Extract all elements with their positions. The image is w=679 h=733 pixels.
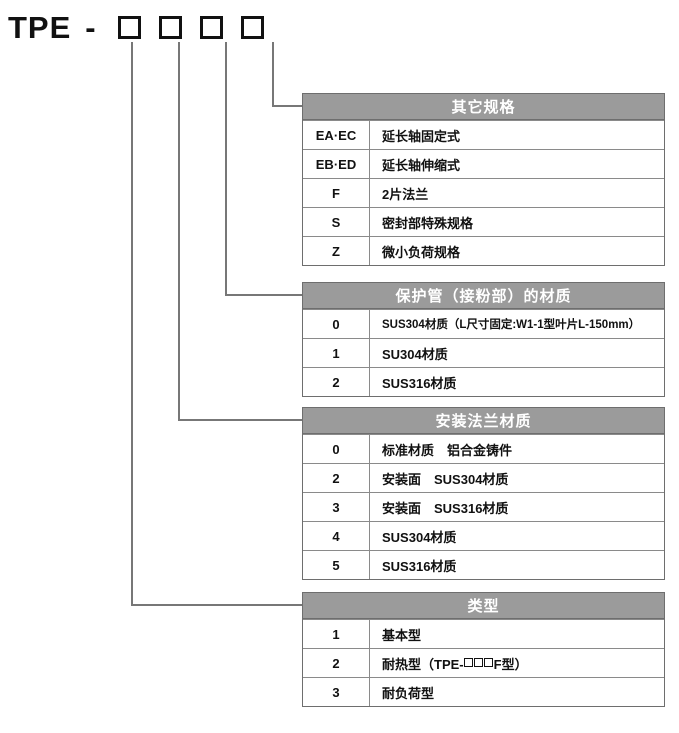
- row-description: 延长轴固定式: [382, 128, 461, 144]
- connector-slot3-to-protection-tube: [225, 42, 302, 296]
- table-row: 5 SUS316材质: [303, 550, 664, 579]
- row-description-with-boxes: 耐热型（TPE- F型）: [370, 649, 664, 677]
- table-row: EB·ED 延长轴伸缩式: [303, 149, 664, 178]
- table-title-type: 类型: [303, 593, 664, 619]
- row-description: 微小负荷规格: [382, 244, 461, 260]
- row-code: EB·ED: [303, 150, 370, 178]
- row-code: Z: [303, 237, 370, 265]
- row-code: 1: [303, 620, 370, 648]
- model-prefix-label: TPE: [8, 9, 72, 45]
- table-row: S 密封部特殊规格: [303, 207, 664, 236]
- table-row: 4 SUS304材质: [303, 521, 664, 550]
- row-description-prefix: 耐热型（TPE-: [382, 656, 464, 672]
- table-row: 2 安装面 SUS304材质: [303, 463, 664, 492]
- row-description: SUS304材质: [382, 529, 457, 545]
- row-description-suffix: F型）: [493, 656, 528, 672]
- row-description: SUS316材质: [382, 375, 457, 391]
- row-description: SUS316材质: [382, 558, 457, 574]
- code-slot-1[interactable]: [117, 15, 141, 39]
- table-row: 0 SUS304材质（L尺寸固定:W1-1型叶片L-150mm）: [303, 309, 664, 338]
- row-description: 延长轴伸缩式: [382, 157, 461, 173]
- table-other-specifications: 其它规格 EA·EC 延长轴固定式 EB·ED 延长轴伸缩式 F 2片法兰 S …: [302, 93, 665, 266]
- table-row: 1 SU304材质: [303, 338, 664, 367]
- row-description: 耐负荷型: [382, 685, 435, 701]
- model-code-row: TPE -: [8, 6, 264, 48]
- row-description: 基本型: [382, 627, 422, 643]
- code-slot-3[interactable]: [199, 15, 223, 39]
- inline-slot-boxes: [464, 656, 494, 671]
- row-description: 2片法兰: [382, 186, 429, 202]
- row-code: 2: [303, 368, 370, 396]
- inline-slot-box-1: [464, 657, 474, 667]
- row-code: 0: [303, 435, 370, 463]
- row-description: 安装面 SUS316材质: [382, 500, 509, 516]
- code-slot-2[interactable]: [158, 15, 182, 39]
- connector-slot1-to-type: [131, 42, 302, 606]
- row-code: 5: [303, 551, 370, 579]
- table-title-other-specifications: 其它规格: [303, 94, 664, 120]
- table-mounting-flange-material: 安装法兰材质 0 标准材质 铝合金铸件 2 安装面 SUS304材质 3 安装面…: [302, 407, 665, 580]
- row-description: SUS304材质（L尺寸固定:W1-1型叶片L-150mm）: [382, 319, 641, 331]
- table-protection-tube-material: 保护管（接粉部）的材质 0 SUS304材质（L尺寸固定:W1-1型叶片L-15…: [302, 282, 665, 397]
- inline-slot-box-2: [474, 657, 484, 667]
- row-description: 标准材质 铝合金铸件: [382, 442, 513, 458]
- code-slot-4[interactable]: [240, 15, 264, 39]
- table-title-mounting-flange-material: 安装法兰材质: [303, 408, 664, 434]
- row-description: 安装面 SUS304材质: [382, 471, 509, 487]
- table-title-protection-tube-material: 保护管（接粉部）的材质: [303, 283, 664, 309]
- table-row: F 2片法兰: [303, 178, 664, 207]
- table-row: 2 耐热型（TPE- F型）: [303, 648, 664, 677]
- connector-slot4-to-other-specs: [272, 42, 302, 107]
- table-row: 2 SUS316材质: [303, 367, 664, 396]
- row-code: 2: [303, 649, 370, 677]
- inline-slot-box-3: [484, 657, 494, 667]
- table-row: 0 标准材质 铝合金铸件: [303, 434, 664, 463]
- model-dash-label: -: [85, 9, 96, 45]
- row-code: 1: [303, 339, 370, 367]
- table-row: Z 微小负荷规格: [303, 236, 664, 265]
- row-code: 3: [303, 493, 370, 521]
- row-code: 0: [303, 310, 370, 338]
- table-row: 3 耐负荷型: [303, 677, 664, 706]
- row-code: 3: [303, 678, 370, 706]
- row-code: 2: [303, 464, 370, 492]
- connector-slot2-to-mounting-flange: [178, 42, 302, 421]
- row-description: 密封部特殊规格: [382, 215, 474, 231]
- row-code: F: [303, 179, 370, 207]
- row-description: SU304材质: [382, 346, 448, 362]
- table-row: 1 基本型: [303, 619, 664, 648]
- row-code: S: [303, 208, 370, 236]
- table-row: 3 安装面 SUS316材质: [303, 492, 664, 521]
- row-code: 4: [303, 522, 370, 550]
- table-type: 类型 1 基本型 2 耐热型（TPE- F型） 3 耐负荷型: [302, 592, 665, 707]
- row-code: EA·EC: [303, 121, 370, 149]
- table-row: EA·EC 延长轴固定式: [303, 120, 664, 149]
